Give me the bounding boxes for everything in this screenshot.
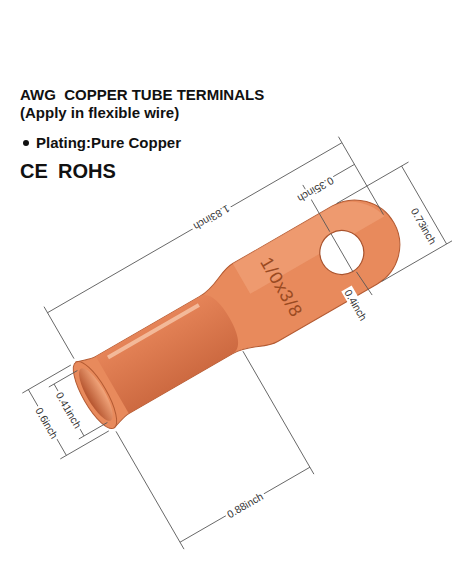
barrel-mouth (73, 364, 119, 425)
dimension-label: 0.35inch (294, 174, 338, 206)
dimension-label: 0.73inch (408, 204, 440, 248)
dimension-label: 0.41inch (53, 388, 85, 432)
ce-mark: CE (20, 160, 48, 183)
subheading: (Apply in flexible wire) (20, 104, 179, 121)
dimension-label: 1.83inch (190, 202, 234, 234)
dimension-label: 0.88inch (223, 489, 267, 521)
dimension-label: 0.6inch (32, 404, 61, 443)
plating-note: Plating:Pure Copper (36, 134, 181, 151)
heading: AWG COPPER TUBE TERMINALS (20, 86, 264, 103)
rohs-mark: ROHS (58, 160, 116, 183)
highlight (108, 305, 199, 358)
dimension-lines (0, 113, 452, 580)
lug-body (73, 184, 417, 434)
bullet (23, 140, 29, 146)
ring-hole (312, 222, 372, 282)
